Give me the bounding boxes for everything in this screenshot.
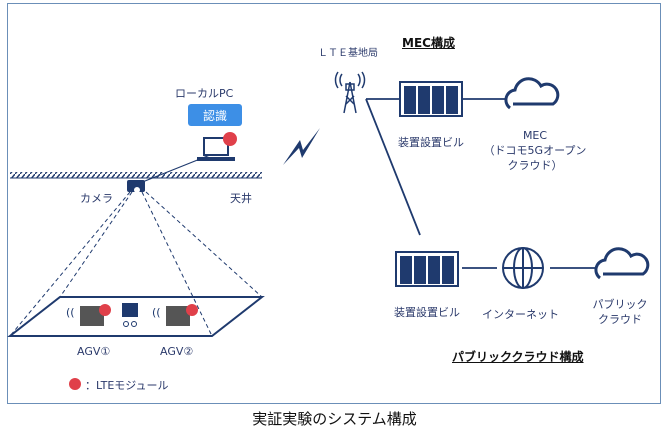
local-pc-label: ローカルPC (175, 87, 234, 100)
mec-heading: MEC構成 (402, 36, 455, 50)
mec-cloud-label-line1: MEC (522, 129, 548, 142)
public-cloud-icon (594, 247, 650, 280)
public-cloud-label: パブリック クラウド (585, 297, 655, 327)
ceiling-hatch (10, 172, 262, 179)
camera-cable (139, 154, 211, 184)
mec-cloud-label-line3: クラウド） (507, 159, 563, 172)
lte-tower-icon (334, 71, 366, 114)
mec-cloud-label: MEC （ドコモ5Gオープン クラウド） (480, 128, 590, 173)
agv-1-icon: (( (66, 304, 111, 326)
agv-2-label: AGV② (160, 345, 194, 358)
cart-icon (122, 303, 138, 327)
lte-station-label: ＬＴＥ基地局 (318, 48, 378, 59)
legend-dot (69, 378, 81, 390)
svg-text:((: (( (66, 306, 75, 319)
camera-icon (127, 180, 145, 193)
svg-text:((: (( (152, 306, 161, 319)
floor-area (7, 296, 265, 337)
mec-building-label: 装置設置ビル (398, 136, 464, 149)
laptop-icon (197, 132, 237, 161)
public-building-label: 装置設置ビル (394, 306, 460, 319)
recognition-badge: 認識 (188, 104, 242, 126)
wireless-bolt-icon (283, 128, 320, 165)
network-links (365, 98, 595, 269)
diagram-frame (7, 3, 661, 404)
figure-caption: 実証実験のシステム構成 (252, 410, 417, 428)
server-building-public-icon (395, 251, 459, 287)
agv-2-icon: (( (152, 304, 198, 326)
mec-cloud-icon (504, 77, 560, 110)
mec-cloud-label-line2: （ドコモ5Gオープン (483, 144, 587, 157)
public-cloud-label-line2: クラウド (598, 313, 642, 326)
internet-globe-icon (502, 247, 544, 289)
internet-label: インターネット (482, 308, 559, 321)
public-cloud-heading: パブリッククラウド構成 (452, 350, 584, 364)
ceiling-label: 天井 (230, 192, 252, 205)
camera-view-lines (9, 191, 263, 337)
server-building-mec-icon (399, 81, 463, 117)
public-cloud-label-line1: パブリック (592, 298, 648, 311)
camera-label: カメラ (80, 192, 113, 205)
legend-text: ：LTEモジュール (85, 379, 169, 392)
agv-1-label: AGV① (77, 345, 111, 358)
